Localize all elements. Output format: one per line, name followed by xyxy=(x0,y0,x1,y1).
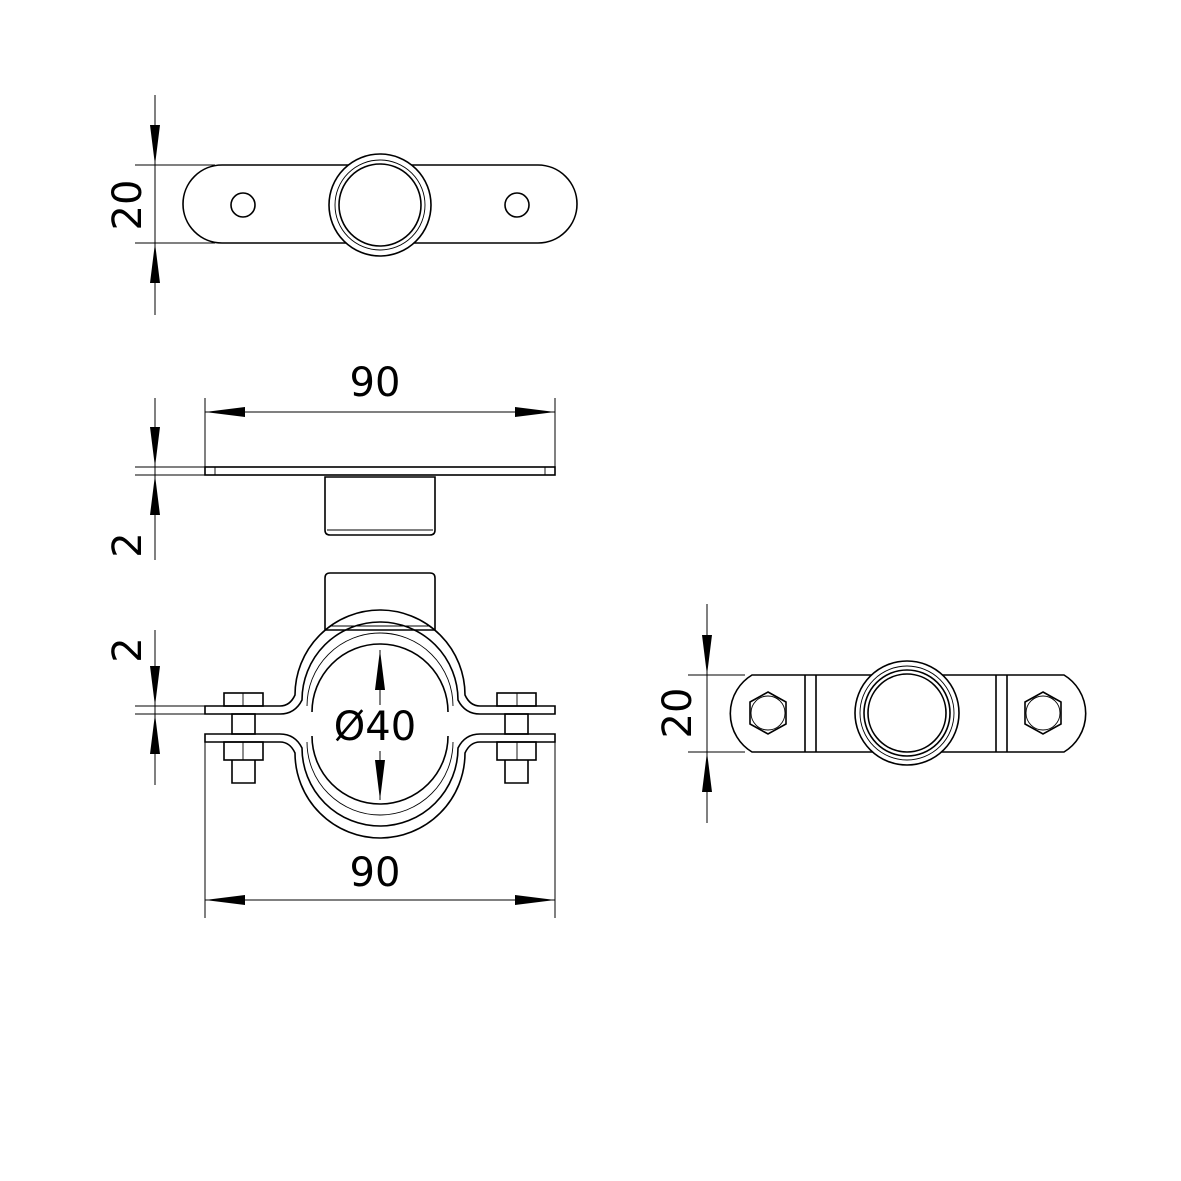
socket-outer xyxy=(328,153,432,257)
dimension-right-height: 20 xyxy=(655,604,745,823)
clamp-view: 2 Ø40 90 xyxy=(105,572,556,918)
side-socket xyxy=(324,476,436,536)
side-plate xyxy=(204,466,556,476)
side-view: 90 2 xyxy=(105,360,556,560)
bolt-right xyxy=(496,692,537,784)
dimension-label: Ø40 xyxy=(334,704,416,750)
socket-inner xyxy=(338,163,422,247)
dimension-clamp-thickness: 2 xyxy=(105,630,205,785)
socket-ring xyxy=(334,159,426,251)
right-socket-outer xyxy=(854,660,960,766)
bolt-left xyxy=(223,692,264,784)
dimension-clamp-width: 90 xyxy=(204,742,556,918)
dimension-top-height: 20 xyxy=(105,95,215,315)
right-socket-inner xyxy=(867,673,947,753)
clamp-socket xyxy=(324,572,436,631)
right-plate-outline xyxy=(729,674,1087,753)
clamp-upper-half xyxy=(204,609,556,715)
hex-nut-right xyxy=(1024,691,1062,735)
dimension-side-thickness: 2 xyxy=(105,398,205,560)
dimension-label: 20 xyxy=(105,180,151,231)
clamp-lower-half xyxy=(204,733,556,839)
dimension-clamp-diameter: Ø40 xyxy=(325,650,435,800)
dimension-label: 90 xyxy=(350,850,401,896)
mounting-hole-right xyxy=(504,192,530,218)
right-view: 20 xyxy=(655,604,1087,823)
dimension-label: 2 xyxy=(105,532,151,557)
dimension-side-width: 90 xyxy=(204,360,556,467)
top-view: 20 xyxy=(105,95,578,315)
hex-nut-left xyxy=(749,691,787,735)
dimension-label: 20 xyxy=(655,688,701,739)
top-plate-outline xyxy=(182,164,578,244)
dimension-label: 90 xyxy=(350,360,401,406)
mounting-hole-left xyxy=(230,192,256,218)
dimension-label: 2 xyxy=(105,637,151,662)
